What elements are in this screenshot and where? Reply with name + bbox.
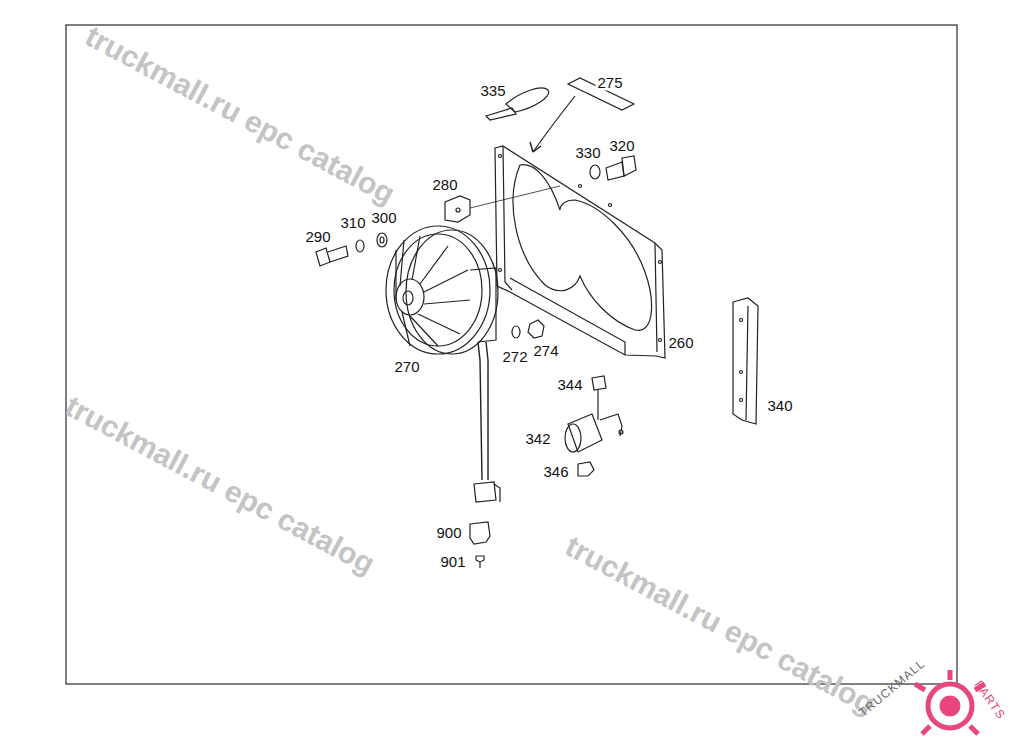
callout-number: 340: [765, 397, 794, 414]
callout-number: 260: [666, 334, 695, 351]
callout-number: 274: [531, 342, 560, 359]
callout-number: 320: [607, 137, 636, 154]
callout-number: 310: [338, 214, 367, 231]
callout-number: 335: [478, 82, 507, 99]
callout-number: 900: [434, 524, 463, 541]
frame: [66, 25, 957, 684]
callout-number: 272: [500, 348, 529, 365]
callout-number: 342: [523, 430, 552, 447]
watermark: truckmall.ru epc catalog: [61, 391, 380, 580]
callout-number: 270: [392, 358, 421, 375]
watermark: truckmall.ru epc catalog: [81, 21, 400, 210]
callout-number: 275: [595, 74, 624, 91]
watermark: truckmall.ru epc catalog: [561, 531, 880, 720]
callout-number: 280: [430, 176, 459, 193]
fan: [386, 226, 500, 502]
logo-gear: [915, 670, 985, 734]
mounting-strip: [733, 298, 758, 424]
callout-number: 344: [555, 376, 584, 393]
callout-number: 330: [573, 144, 602, 161]
callout-number: 300: [369, 209, 398, 226]
logo-text: PARTS: [972, 679, 1007, 722]
callout-number: 290: [303, 228, 332, 245]
fan-shroud: [495, 146, 665, 358]
callout-number: 346: [541, 463, 570, 480]
washer-nut: [512, 320, 544, 338]
connector: [470, 522, 490, 568]
callout-number: 901: [438, 553, 467, 570]
bracket: [445, 186, 560, 222]
